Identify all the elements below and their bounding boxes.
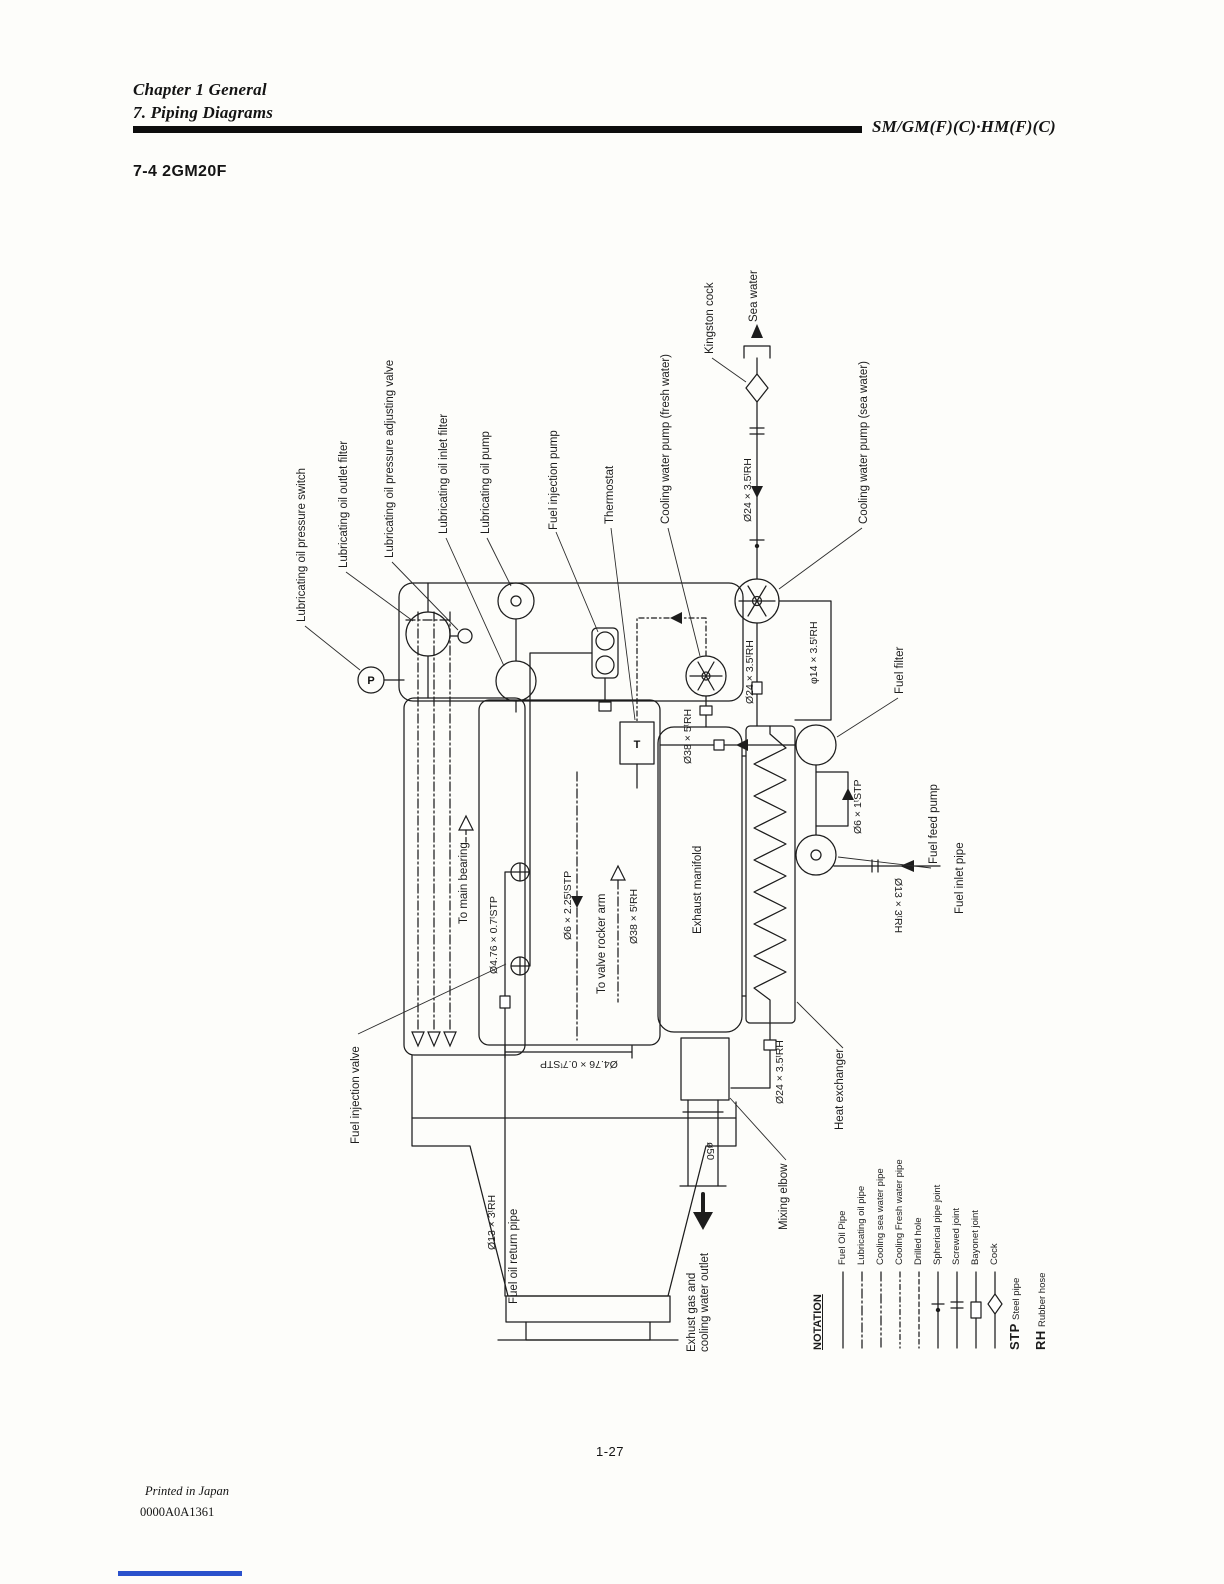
label-fuel-inlet-pipe: Fuel inlet pipe bbox=[954, 842, 966, 914]
legend-entry-cooling-fresh-water-pipe: Cooling Fresh water pipe bbox=[894, 1159, 905, 1265]
legend-entry-drilled-hole: Drilled hole bbox=[913, 1217, 924, 1265]
lubrication-lines bbox=[405, 611, 451, 1031]
label-mixing-elbow: Mixing elbow bbox=[778, 1163, 790, 1230]
legend-sample-cock bbox=[987, 1271, 1003, 1349]
legend-entry-fuel-oil-pipe: Fuel Oil Pipe bbox=[837, 1210, 848, 1265]
label-lub-oil-inlet-filter: Lubricating oil inlet filter bbox=[438, 413, 450, 534]
dim-label-50: ø50 bbox=[704, 1142, 716, 1161]
legend-entry-spherical-pipe-joint: Spherical pipe joint bbox=[932, 1184, 943, 1265]
label-fuel-oil-return-pipe: Fuel oil return pipe bbox=[508, 1208, 520, 1304]
legend-entry-bayonet-joint: Bayonet joint bbox=[970, 1210, 981, 1265]
label-cooling-water-pump-fresh: Cooling water pump (fresh water) bbox=[660, 353, 672, 524]
label-kingston-cock: Kingston cock bbox=[704, 282, 716, 354]
chapter-heading: Chapter 1 General bbox=[133, 80, 267, 99]
header-rule bbox=[133, 126, 862, 133]
fuel-injection-pump-shape bbox=[591, 627, 619, 712]
printed-in-japan-note: Printed in Japan bbox=[145, 1484, 230, 1498]
legend-abbrev-rh: RH Rubber hose bbox=[1033, 1272, 1049, 1350]
dim-label-24x35rh-2: Ø24 × 3.5ᵗRH bbox=[744, 640, 756, 704]
thermostat-shape bbox=[619, 612, 707, 789]
exhaust-assembly bbox=[679, 1037, 730, 1230]
label-thermostat: Thermostat bbox=[604, 465, 616, 524]
dim-label-24x35rh-3: Ø24 × 3.5ᵗRH bbox=[774, 1040, 786, 1104]
label-fuel-injection-pump: Fuel injection pump bbox=[548, 430, 560, 530]
dim-label-13x3rh-2: Ø13 × 3ᵗRH bbox=[486, 1194, 498, 1250]
label-cooling-water-pump-sea: Cooling water pump (sea water) bbox=[858, 361, 870, 524]
fuel-circuit bbox=[499, 652, 941, 1297]
label-lub-oil-pressure-adjusting-valve: Lubricating oil pressure adjusting valve bbox=[384, 359, 396, 558]
sea-water-circuit bbox=[734, 324, 832, 727]
legend-entry-lubricating-oil-pipe: Lubricating oil pipe bbox=[856, 1185, 867, 1265]
legend-entry-screwed-joint: Screwed joint bbox=[951, 1207, 962, 1265]
label-heat-exchanger: Heat exchanger bbox=[834, 1048, 846, 1130]
label-exhaust-outlet-line2: cooling water outlet bbox=[699, 1252, 712, 1352]
model-code: SM/GM(F)(C)·HM(F)(C) bbox=[872, 117, 1056, 136]
legend-entry-cock: Cock bbox=[989, 1243, 1000, 1265]
thermostat-letter: T bbox=[634, 739, 641, 751]
document-code: 0000A0A1361 bbox=[140, 1505, 215, 1519]
label-exhaust-manifold: Exhaust manifold bbox=[692, 845, 704, 934]
dim-label-6x1stp: Ø6 × 1ᵗSTP bbox=[852, 779, 864, 834]
pressure-switch-letter: P bbox=[367, 675, 374, 687]
internal-feed-lines bbox=[465, 829, 619, 1003]
label-to-main-bearing: To main bearing bbox=[458, 842, 470, 924]
label-lub-oil-pump: Lubricating oil pump bbox=[480, 431, 492, 534]
dim-label-13x3rh-1: Ø13 × 3ᵗRH bbox=[892, 878, 904, 934]
legend-abbrev-stp: STP Steel pipe bbox=[1007, 1277, 1023, 1350]
flow-arrows-hollow bbox=[411, 814, 626, 1048]
legend-sample-spherical-pipe-joint bbox=[931, 1271, 945, 1349]
label-fuel-filter: Fuel filter bbox=[894, 646, 906, 694]
dim-label-38x5rh-1: Ø38 × 5ᵗRH bbox=[682, 708, 694, 764]
legend-sample-screwed-joint bbox=[950, 1271, 964, 1349]
label-exhaust-gas-cooling-water-outlet: Exhust gas and cooling water outlet bbox=[686, 1253, 712, 1352]
leader-lines bbox=[304, 357, 932, 1161]
label-fuel-injection-valve: Fuel injection valve bbox=[350, 1046, 362, 1144]
legend-title: NOTATION bbox=[812, 1294, 824, 1350]
label-lub-oil-pressure-switch: Lubricating oil pressure switch bbox=[296, 467, 308, 622]
label-to-valve-rocker-arm: To valve rocker arm bbox=[596, 893, 608, 994]
dim-label-476x07stp-1: Ø4.76 × 0.7ᵗSTP bbox=[488, 896, 500, 974]
legend-abbr-rh-term: RH bbox=[1033, 1330, 1048, 1350]
dim-label-6x225stp: Ø6 × 2.25ᵗSTP bbox=[562, 870, 574, 940]
heat-exchanger-shape bbox=[730, 725, 787, 1089]
lubrication-components bbox=[357, 582, 537, 713]
section-heading: 7. Piping Diagrams bbox=[133, 103, 274, 122]
legend-entry-cooling-sea-water-pipe: Cooling sea water pipe bbox=[875, 1168, 886, 1265]
page-number: 1-27 bbox=[596, 1444, 625, 1459]
dim-label-476x07stp-2: Ø4.76 × 0.7ᵗSTP bbox=[540, 1058, 618, 1071]
label-sea-water: Sea water bbox=[748, 270, 760, 322]
kingston-cock-symbol bbox=[745, 373, 769, 403]
label-lub-oil-outlet-filter: Lubricating oil outlet filter bbox=[338, 440, 350, 568]
legend-samples bbox=[842, 1271, 1003, 1349]
fuel-feed-pump-symbol bbox=[795, 834, 837, 876]
legend-abbr-rh-meaning: Rubber hose bbox=[1037, 1272, 1048, 1328]
bottom-accent-bar bbox=[118, 1571, 242, 1576]
fresh-water-pump-shape bbox=[685, 655, 727, 728]
label-fuel-feed-pump: Fuel feed pump bbox=[928, 784, 940, 864]
dim-label-24x35rh-1: Ø24 × 3.5ᵗRH bbox=[742, 458, 754, 522]
label-exhaust-outlet-line1: Exhust gas and bbox=[686, 1272, 698, 1352]
legend-sample-bayonet-joint bbox=[970, 1271, 982, 1349]
legend-abbr-stp-term: STP bbox=[1007, 1323, 1022, 1350]
dim-label-38x5rh-2: Ø38 × 5ᵗRH bbox=[628, 888, 640, 944]
fuel-filter-symbol bbox=[795, 724, 837, 766]
legend-abbr-stp-meaning: Steel pipe bbox=[1011, 1277, 1022, 1320]
page-title: 7-4 2GM20F bbox=[133, 163, 227, 180]
dim-label-14x35rh: φ14 × 3.5ᵗRH bbox=[808, 621, 820, 684]
